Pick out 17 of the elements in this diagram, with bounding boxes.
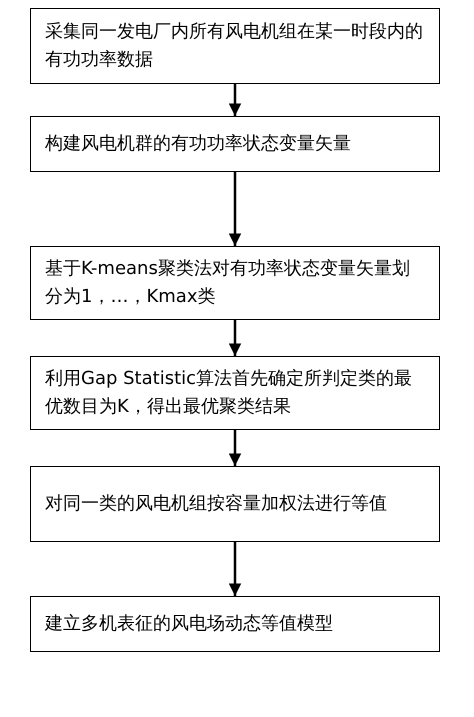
- process-box: [30, 596, 440, 652]
- step-text: 建立多机表征的风电场动态等值模型: [45, 612, 333, 636]
- process-box: [30, 466, 440, 542]
- process-box: [30, 356, 440, 430]
- arrow: [228, 84, 242, 116]
- arrow: [228, 430, 242, 466]
- process-box: [30, 8, 440, 84]
- step-text: 基于K-means聚类法对有功率状态变量矢量划分为1，…，Kmax类: [45, 257, 411, 309]
- process-box: [30, 246, 440, 320]
- process-box: [30, 116, 440, 172]
- arrow: [228, 172, 242, 246]
- step-text: 利用Gap Statistic算法首先确定所判定类的最优数目为K，得出最优聚类结果: [45, 367, 414, 419]
- arrow: [228, 320, 242, 356]
- step-text: 构建风电机群的有功功率状态变量矢量: [45, 132, 351, 156]
- arrow: [228, 542, 242, 596]
- step-text: 采集同一发电厂内所有风电机组在某一时段内的有功功率数据: [45, 20, 424, 72]
- step-text: 对同一类的风电机组按容量加权法进行等值: [45, 492, 387, 516]
